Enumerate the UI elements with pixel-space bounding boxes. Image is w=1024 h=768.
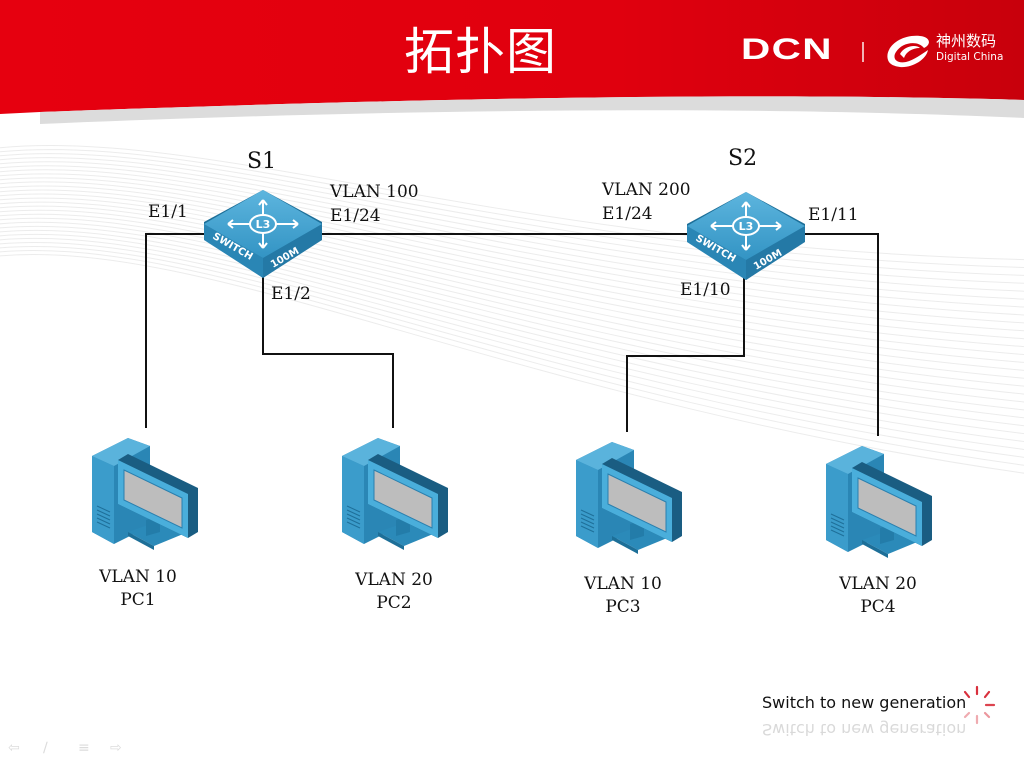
s2-port-e1-24: E1/24 [602, 204, 653, 224]
wave-line [0, 165, 1024, 300]
wave-line [0, 193, 1024, 355]
company-name-cn: 神州数码 [936, 32, 997, 50]
l3-badge-text: L3 [739, 220, 754, 233]
wave-line [0, 169, 1024, 308]
wave-line [0, 153, 1024, 276]
header-swoosh [40, 96, 1024, 124]
s2-port-e1-10: E1/10 [680, 280, 731, 300]
wave-line [0, 181, 1024, 332]
link-s2-pc4 [805, 233, 879, 436]
pc1-icon[interactable] [88, 436, 200, 554]
link-s1-pc2 [262, 275, 394, 428]
pc3-vlan: VLAN 10 [584, 574, 662, 594]
wave-line [0, 201, 1024, 371]
wave-line [0, 209, 1024, 387]
wave-line [0, 241, 1024, 450]
link-s2-pc3 [626, 278, 745, 432]
footer-tagline-reflection: Switch to new generation [762, 720, 967, 739]
wave-line [0, 157, 1024, 284]
pc1-vlan: VLAN 10 [99, 567, 177, 587]
s2-vlan-label: VLAN 200 [602, 180, 691, 200]
wave-line [0, 149, 1024, 268]
s2-port-e1-11: E1/11 [808, 205, 859, 225]
wave-line [0, 254, 1024, 474]
header-band [0, 0, 1024, 114]
digital-china-swirl-icon [887, 35, 929, 68]
link-s1-pc1 [145, 233, 205, 428]
pc3-icon[interactable] [572, 440, 684, 558]
pc4-label: VLAN 20 PC4 [818, 573, 938, 619]
wave-line [0, 229, 1024, 427]
wave-line [0, 177, 1024, 324]
pc3-name: PC3 [605, 597, 641, 617]
l3-switch-icon: L3 SWITCH 100M [204, 190, 322, 278]
decorative-wave-lines [0, 145, 1024, 474]
logo-divider [862, 42, 864, 62]
wave-line [0, 205, 1024, 379]
switch-s1[interactable]: L3 SWITCH 100M [200, 188, 326, 284]
wave-line [0, 173, 1024, 316]
desktop-computer-icon [826, 446, 932, 558]
wave-line [0, 217, 1024, 403]
s1-vlan-label: VLAN 100 [330, 182, 419, 202]
pc2-label: VLAN 20 PC2 [334, 569, 454, 615]
wave-line [0, 233, 1024, 435]
switch-s1-name: S1 [247, 149, 277, 174]
desktop-computer-icon [342, 438, 448, 550]
menu-icon[interactable]: ≡ [78, 740, 90, 756]
next-slide-icon[interactable]: ⇨ [110, 740, 122, 756]
company-name-en: Digital China [936, 51, 1004, 63]
wave-line [0, 246, 1024, 458]
wave-line [0, 250, 1024, 466]
wave-line [0, 197, 1024, 363]
l3-switch-icon: L3 SWITCH 100M [687, 192, 805, 280]
s1-port-e1-2: E1/2 [271, 284, 311, 304]
pc4-name: PC4 [860, 597, 896, 617]
wave-line [0, 213, 1024, 395]
pc2-vlan: VLAN 20 [355, 570, 433, 590]
pen-icon[interactable]: ∕ [43, 740, 48, 756]
wave-line [0, 189, 1024, 348]
switch-s2[interactable]: L3 SWITCH 100M [683, 190, 809, 286]
dcn-logo: DCN [741, 33, 833, 66]
pc3-label: VLAN 10 PC3 [563, 573, 683, 619]
slide-title: 拓扑图 [404, 23, 557, 81]
desktop-computer-icon [576, 442, 682, 554]
pc4-icon[interactable] [822, 444, 934, 562]
switch-s2-name: S2 [728, 146, 758, 171]
previous-slide-icon[interactable]: ⇦ [8, 740, 20, 756]
sparkle-icon [963, 685, 996, 725]
wave-line [0, 161, 1024, 292]
desktop-computer-icon [92, 438, 198, 550]
footer-tagline: Switch to new generation [762, 693, 967, 712]
pc1-name: PC1 [120, 590, 156, 610]
wave-line [0, 145, 1024, 261]
s1-port-e1-1: E1/1 [148, 202, 188, 222]
s1-port-e1-24: E1/24 [330, 206, 381, 226]
pc1-label: VLAN 10 PC1 [78, 566, 198, 612]
pc4-vlan: VLAN 20 [839, 574, 917, 594]
wave-line [0, 185, 1024, 340]
pc2-icon[interactable] [338, 436, 450, 554]
l3-badge-text: L3 [256, 218, 271, 231]
wave-line [0, 221, 1024, 411]
wave-line [0, 225, 1024, 419]
pc2-name: PC2 [376, 593, 412, 613]
wave-line [0, 237, 1024, 442]
